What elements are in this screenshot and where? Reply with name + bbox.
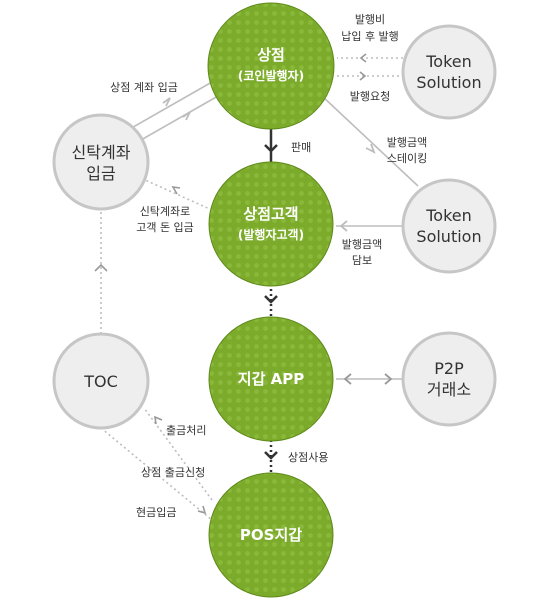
- edge-pos-to-toc: [143, 407, 213, 501]
- label-collateral-2: 담보: [352, 254, 372, 267]
- edge-merchant-to-token-mid: [321, 95, 419, 187]
- node-p2p-line2: 거래소: [427, 380, 471, 399]
- node-p2p-line1: P2P: [434, 359, 464, 378]
- chevron-icon: [171, 185, 181, 195]
- label-withdraw-request: 상점 출금신청: [141, 466, 205, 479]
- label-cash-deposit: 현금입금: [136, 506, 176, 519]
- chevron-down-icon: [264, 295, 278, 304]
- chevron-icon: [197, 505, 207, 515]
- node-token-solution-top-line2: Solution: [416, 73, 481, 92]
- edge-toc-to-pos: [100, 427, 213, 521]
- node-toc-title: TOC: [83, 372, 118, 391]
- chevron-left-icon: [359, 53, 367, 63]
- chevron-icon: [182, 111, 191, 121]
- label-issue-fee-1: 발행비: [355, 13, 385, 26]
- edge-merchant-to-trust-2: [133, 95, 219, 145]
- chevron-down-icon: [264, 144, 278, 153]
- label-collateral-1: 발행금액: [342, 238, 382, 251]
- node-trust-account: 신탁계좌 입금: [52, 113, 150, 211]
- chevron-icon: [162, 97, 171, 107]
- node-token-solution-mid-line1: Token: [425, 206, 472, 225]
- label-store-use: 상점사용: [288, 451, 328, 464]
- node-merchant-customer-title: 상점고객: [243, 205, 298, 223]
- chevron-left-icon: [339, 220, 348, 232]
- node-merchant-subtitle: (코인발행자): [238, 68, 304, 83]
- label-withdraw-process: 출금처리: [166, 424, 206, 437]
- chevron-up-icon: [94, 263, 108, 272]
- label-issue-request: 발행요청: [350, 90, 390, 103]
- chevron-left-icon: [343, 373, 352, 385]
- node-token-solution-top-line1: Token: [425, 52, 472, 71]
- label-issue-fee-2: 납입 후 발행: [341, 30, 399, 43]
- node-pos-wallet-title: POS지갑: [240, 526, 302, 544]
- chevron-right-icon: [359, 71, 367, 81]
- node-token-solution-top: Token Solution: [401, 24, 497, 120]
- edge-merchant-to-trust-1: [127, 81, 213, 131]
- node-merchant-title: 상점: [257, 46, 285, 64]
- label-trust-customer-2: 고객 돈 입금: [136, 221, 194, 234]
- node-merchant-customer: 상점고객 (발행자고객): [208, 161, 334, 287]
- node-pos-wallet: POS지갑: [208, 472, 334, 598]
- node-wallet-app-title: 지갑 APP: [238, 370, 304, 388]
- node-token-solution-mid: Token Solution: [401, 178, 497, 274]
- node-wallet-app: 지갑 APP: [208, 316, 334, 442]
- chevron-down-icon: [264, 451, 278, 460]
- label-trust-customer-1: 신탁계좌로: [140, 205, 191, 218]
- node-trust-account-line2: 입금: [86, 164, 115, 183]
- node-trust-account-line1: 신탁계좌: [72, 143, 131, 162]
- chevron-right-icon: [384, 373, 393, 385]
- label-merchant-deposit: 상점 계좌 입금: [110, 81, 178, 94]
- edge-customer-to-trust: [144, 179, 213, 211]
- label-staking-1: 발행금액: [387, 136, 427, 149]
- label-staking-2: 스테이킹: [387, 152, 427, 165]
- node-token-solution-mid-line2: Solution: [416, 227, 481, 246]
- label-sale: 판매: [291, 141, 311, 154]
- node-p2p: P2P 거래소: [401, 331, 497, 427]
- node-merchant: 상점 (코인발행자): [207, 2, 335, 130]
- node-merchant-customer-subtitle: (발행자고객): [238, 227, 304, 242]
- chevron-icon: [365, 143, 376, 154]
- chevron-icon: [154, 415, 163, 425]
- node-toc: TOC: [52, 332, 150, 430]
